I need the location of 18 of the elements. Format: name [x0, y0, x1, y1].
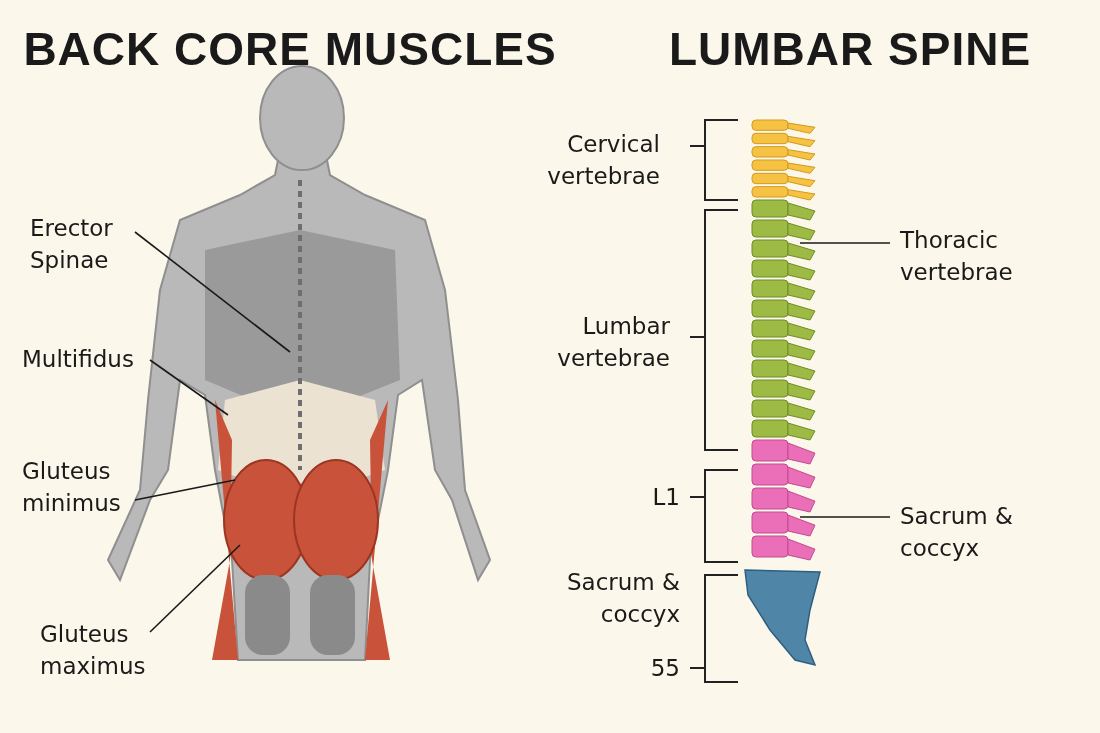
region-label: Lumbar vertebrae [556, 312, 670, 373]
panel-heading: BACK CORE MUSCLES [22, 22, 558, 76]
leader-line [799, 516, 891, 518]
region-label: Sacrum & coccyx [565, 568, 680, 629]
leader-line [799, 242, 891, 244]
vertebra-number: L1 [651, 483, 680, 512]
callout-label: Gluteus maximus [40, 618, 160, 682]
panel-heading: LUMBAR SPINE [667, 22, 1033, 76]
callout-label: Gluteus minimus [22, 455, 137, 519]
vertebra-number: 55 [649, 654, 680, 683]
leader-line [149, 359, 229, 416]
callout-label: Thoracic vertebrae [900, 224, 1050, 288]
callout-label: Erector Spinae [30, 212, 140, 276]
leader-line [134, 231, 291, 353]
callout-label: Multifidus [22, 343, 152, 375]
callout-label: Sacrum & coccyx [900, 500, 1050, 564]
leader-line [149, 544, 241, 633]
region-label: Cervical vertebrae [546, 130, 660, 191]
